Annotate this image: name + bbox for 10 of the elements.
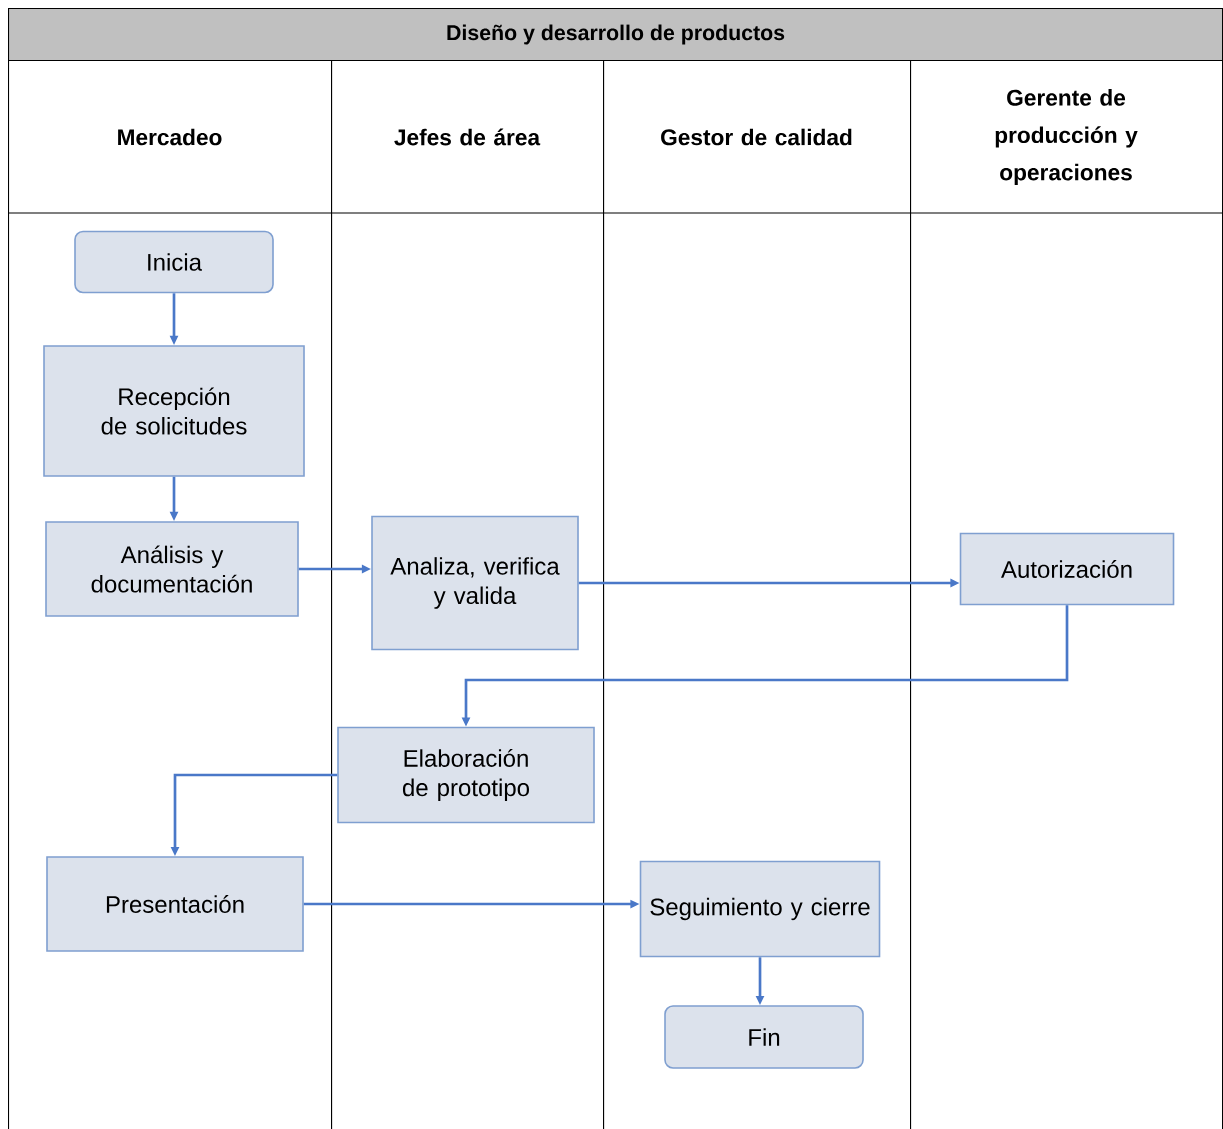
process-box: Analiza, verifica y valida xyxy=(371,515,579,651)
terminal-box: Fin xyxy=(664,1005,864,1069)
process-box: Recepción de solicitudes xyxy=(43,345,305,477)
process-box: Análisis y documentación xyxy=(45,521,299,617)
process-box: Presentación xyxy=(46,856,304,952)
title-band: Diseño y desarrollo de productos xyxy=(8,8,1223,62)
process-box: Seguimiento y cierre xyxy=(639,860,881,958)
process-box: Autorización xyxy=(959,532,1175,606)
terminal-box: Inicia xyxy=(74,230,274,294)
process-box: Elaboración de prototipo xyxy=(337,726,595,824)
